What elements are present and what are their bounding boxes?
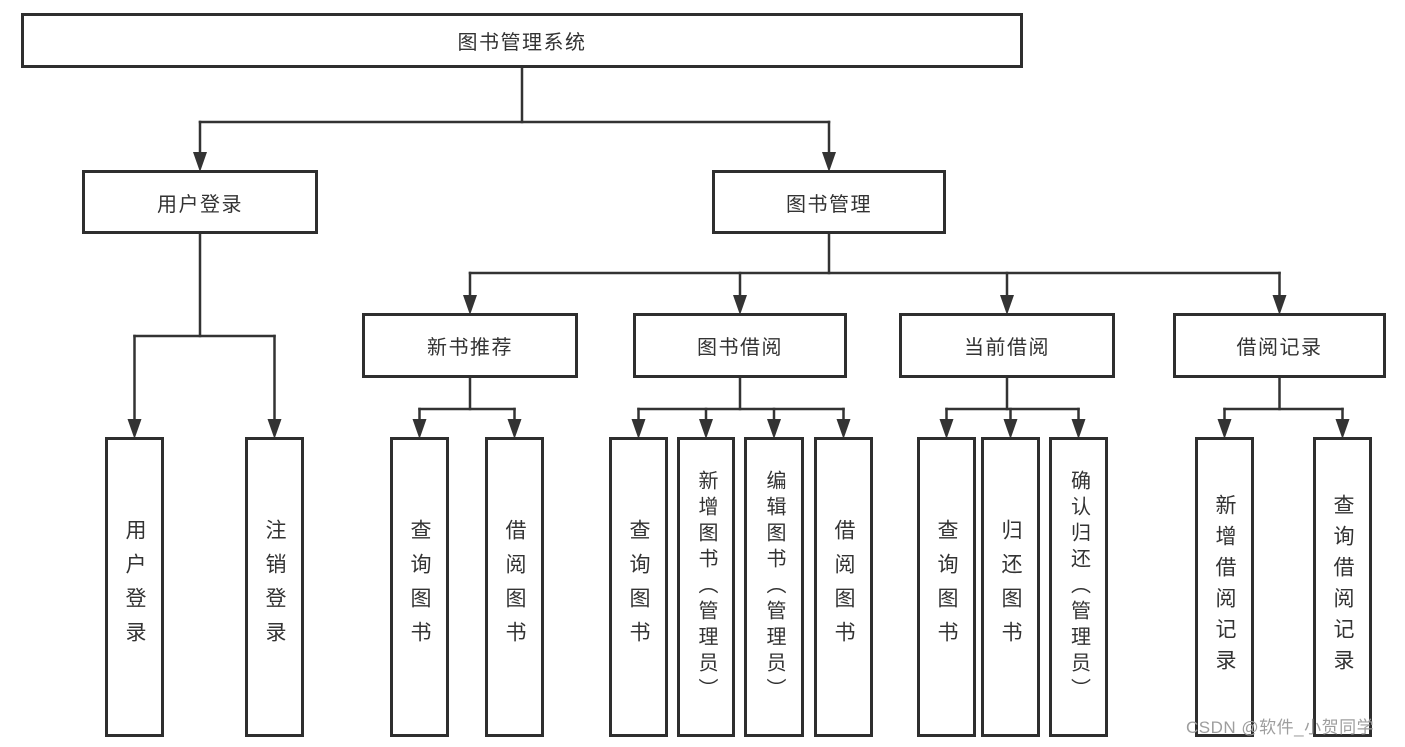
node-label: 用户登录	[123, 519, 146, 655]
node-book-mgmt: 图书管理	[712, 170, 946, 234]
arrowhead-down-icon	[1217, 419, 1232, 439]
arrowhead-down-icon	[1272, 295, 1287, 315]
node-new-book-rec: 新书推荐	[362, 313, 578, 378]
node-label: 注销登录	[263, 519, 286, 655]
node-user-login: 用户登录	[82, 170, 318, 234]
node-borrow-records: 借阅记录	[1173, 313, 1386, 378]
node-book-borrow: 图书借阅	[633, 313, 847, 378]
node-label: 新增借阅记录	[1213, 494, 1236, 680]
arrowhead-down-icon	[767, 419, 781, 439]
arrowhead-down-icon	[267, 419, 282, 439]
node-leaf-query-book-2: 查询图书	[609, 437, 668, 737]
node-label: 新书推荐	[427, 337, 513, 359]
node-leaf-confirm-return: 确认归还（管理员）	[1049, 437, 1108, 737]
node-label: 查询图书	[627, 519, 650, 655]
node-leaf-borrow-book-1: 借阅图书	[485, 437, 544, 737]
node-label: 借阅图书	[503, 519, 526, 655]
node-label: 借阅记录	[1236, 337, 1323, 359]
arrowhead-down-icon	[1335, 419, 1350, 439]
arrowhead-down-icon	[1003, 419, 1018, 439]
node-leaf-query-book-3: 查询图书	[917, 437, 976, 737]
watermark: CSDN @软件_小贺同学	[1186, 718, 1375, 737]
arrowhead-down-icon	[1071, 419, 1086, 439]
arrowhead-down-icon	[699, 419, 713, 439]
node-leaf-query-book-1: 查询图书	[390, 437, 449, 737]
node-label: 用户登录	[157, 193, 243, 216]
node-label: 查询借阅记录	[1331, 494, 1354, 680]
arrowhead-down-icon	[836, 419, 851, 439]
node-root: 图书管理系统	[21, 13, 1023, 68]
arrowhead-down-icon	[822, 152, 836, 172]
node-label: 确认归还（管理员）	[1067, 470, 1090, 704]
arrowhead-down-icon	[507, 419, 522, 439]
node-label: 图书管理	[786, 193, 872, 216]
node-leaf-query-record: 查询借阅记录	[1313, 437, 1372, 737]
arrowhead-down-icon	[127, 419, 142, 439]
node-label: 借阅图书	[832, 519, 855, 655]
node-leaf-edit-book: 编辑图书（管理员）	[744, 437, 804, 737]
node-label: 当前借阅	[964, 337, 1050, 359]
node-leaf-user-login: 用户登录	[105, 437, 164, 737]
node-label: 查询图书	[408, 519, 431, 655]
node-label: 图书借阅	[697, 337, 783, 359]
node-leaf-logout: 注销登录	[245, 437, 304, 737]
arrowhead-down-icon	[463, 295, 477, 315]
arrowhead-down-icon	[412, 419, 427, 439]
node-label: 查询图书	[935, 519, 958, 655]
node-label: 编辑图书（管理员）	[763, 470, 785, 704]
node-current-borrow: 当前借阅	[899, 313, 1115, 378]
node-label: 图书管理系统	[457, 32, 587, 54]
node-label: 新增图书（管理员）	[695, 470, 717, 704]
node-leaf-borrow-book-2: 借阅图书	[814, 437, 873, 737]
node-leaf-add-record: 新增借阅记录	[1195, 437, 1254, 737]
arrowhead-down-icon	[939, 419, 954, 439]
arrowhead-down-icon	[193, 152, 207, 172]
node-leaf-add-book: 新增图书（管理员）	[677, 437, 735, 737]
node-leaf-return-book: 归还图书	[981, 437, 1040, 737]
arrowhead-down-icon	[733, 295, 747, 315]
arrowhead-down-icon	[631, 419, 646, 439]
arrowhead-down-icon	[1000, 295, 1014, 315]
node-label: 归还图书	[999, 519, 1022, 655]
